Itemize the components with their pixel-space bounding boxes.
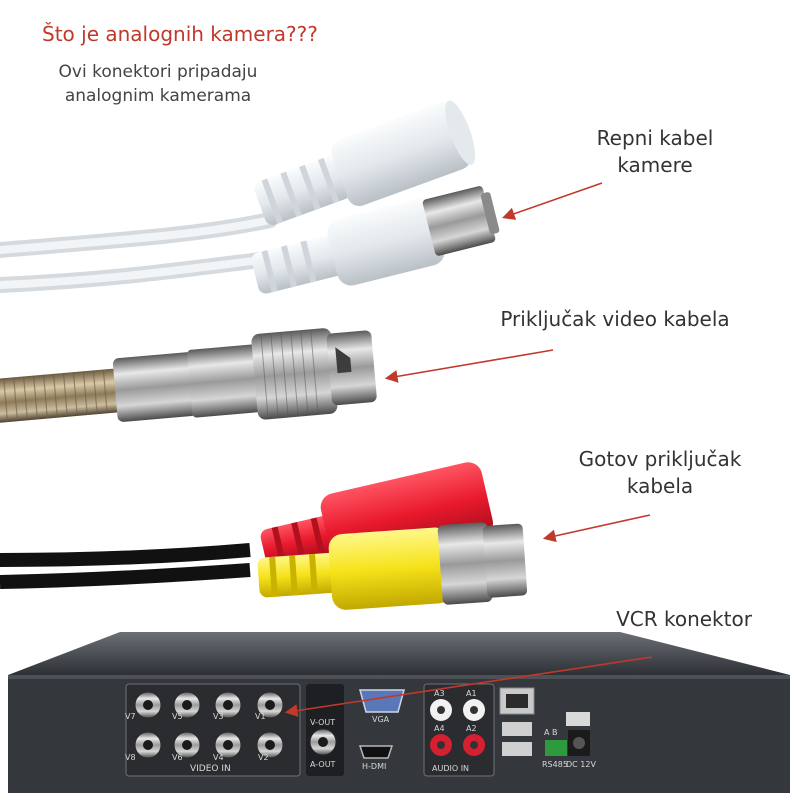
audio-port-a1: A1 <box>466 689 477 698</box>
hdmi-label: H-DMI <box>362 762 387 771</box>
camera-tail-cable <box>0 100 500 294</box>
dc-12v-label: DC 12V <box>566 760 596 769</box>
port-label-v3: V3 <box>213 712 224 721</box>
port-label-v7: V7 <box>125 712 136 721</box>
port-label-v8: V8 <box>125 753 136 762</box>
callout-label-ready-cable: Gotov priključak kabela <box>578 447 742 498</box>
vga-label: VGA <box>372 715 390 724</box>
bnc-video-connector <box>0 328 377 424</box>
audio-port-a2: A2 <box>466 724 477 733</box>
port-label-v5: V5 <box>172 712 183 721</box>
port-label-v1: V1 <box>255 712 266 721</box>
a-out-label: A-OUT <box>310 760 336 769</box>
ready-made-cable <box>0 462 528 610</box>
port-label-v6: V6 <box>172 753 183 762</box>
rs485-label: RS485 <box>542 760 568 769</box>
video-in-label: VIDEO IN <box>190 764 231 774</box>
audio-port-a4: A4 <box>434 724 445 733</box>
callout-label-vcr-connector: VCR konektor <box>616 607 752 631</box>
v-out-label: V-OUT <box>310 718 336 727</box>
port-label-v4: V4 <box>213 753 224 762</box>
page-subtitle: Ovi konektori pripadaju analognim kamera… <box>58 62 258 106</box>
callout-label-tail-cable: Repni kabel kamere <box>596 126 714 177</box>
rs485-ab-label: A B <box>544 728 558 737</box>
audio-in-label: AUDIO IN <box>432 764 470 773</box>
callout-arrows <box>284 182 653 717</box>
page-title: Što je analognih kamera??? <box>42 22 318 46</box>
port-label-v2: V2 <box>258 753 269 762</box>
audio-port-a3: A3 <box>434 689 445 698</box>
callout-label-video-connector: Priključak video kabela <box>500 307 730 331</box>
